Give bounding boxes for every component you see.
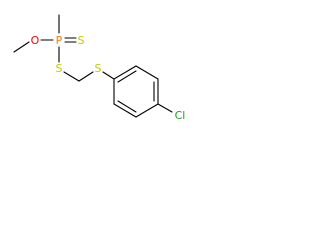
bond-ch3-o [13,41,30,53]
ring-bond-2 [135,65,159,80]
molecule-diagram: O P S S S Cl [0,0,208,127]
atom-p: P [56,34,63,47]
bond-s-ring [102,71,115,80]
bond-ring-cl [157,103,173,113]
atom-s-thione: S [78,34,85,47]
atom-s-thioester: S [56,62,63,75]
ring-bond-5 [113,103,137,118]
atom-cl: Cl [175,109,186,122]
ring-bond-1 [113,65,137,80]
bonds [13,14,173,118]
atom-s-aryl: S [95,62,102,75]
ring-bond-4 [135,103,159,118]
bond-s-ch2 [63,71,80,82]
ring-inner-bond-1 [117,70,137,83]
ring-inner-bond-3 [117,100,137,113]
atom-labels: O P S S S Cl [31,34,186,122]
atom-o-methoxy: O [31,34,40,47]
bond-ch2-s [78,71,94,82]
structure-svg: O P S S S Cl [13,14,186,122]
